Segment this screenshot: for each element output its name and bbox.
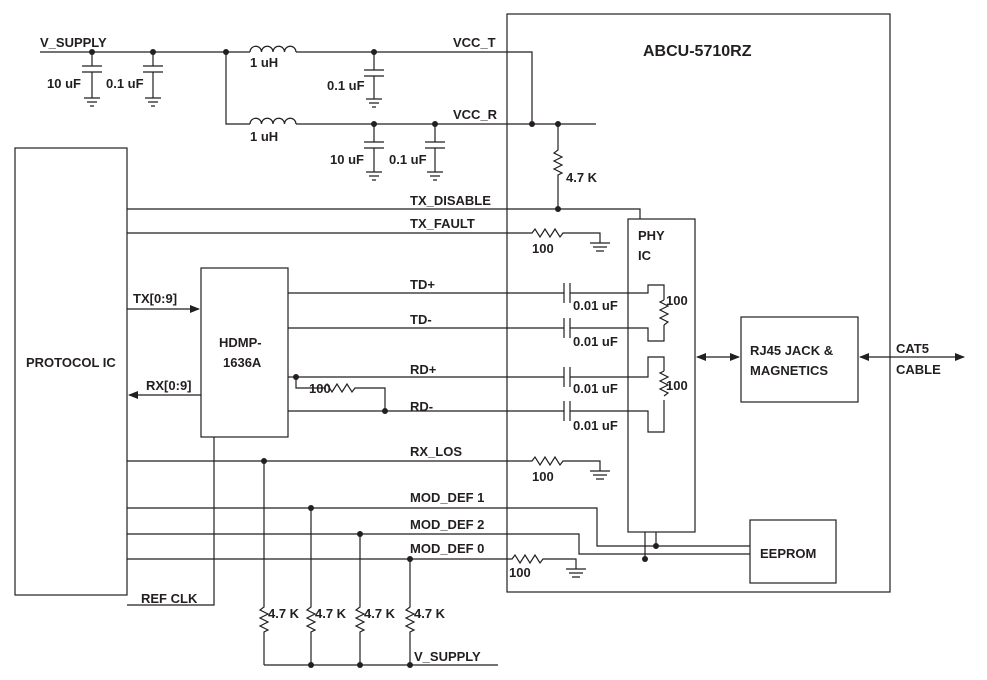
net-td-plus: TD+: [410, 277, 435, 292]
net-rx-los: RX_LOS: [410, 444, 462, 459]
net-tx-disable: TX_DISABLE: [410, 193, 491, 208]
inductor-r-label: 1 uH: [250, 129, 278, 144]
net-rx-bus: RX[0:9]: [146, 378, 192, 393]
parallel-buses: [127, 305, 215, 606]
res-txfault-label: 100: [532, 241, 554, 256]
differential-pairs: [288, 283, 965, 433]
net-mod-def2: MOD_DEF 2: [410, 517, 484, 532]
serdes-block: [200, 267, 289, 438]
cap-tdp-label: 0.01 uF: [573, 298, 618, 313]
cap-01uf-a-label: 0.1 uF: [106, 76, 144, 91]
net-vcc-t: VCC_T: [453, 35, 496, 50]
cap-rdp-label: 0.01 uF: [573, 381, 618, 396]
res-rxlos-label: 100: [532, 469, 554, 484]
module-outline: [506, 13, 891, 593]
serdes-label-line1: HDMP-: [219, 335, 262, 350]
res-pull4-label: 4.7 K: [414, 606, 446, 621]
net-v-supply-top: V_SUPPLY: [40, 35, 107, 50]
eeprom-label: EEPROM: [760, 546, 816, 561]
res-pull2-label: 4.7 K: [315, 606, 347, 621]
net-cat5-line2: CABLE: [896, 362, 941, 377]
phy-ic-block: [627, 218, 696, 533]
cap-tdm-label: 0.01 uF: [573, 334, 618, 349]
control-lines: [127, 206, 641, 252]
rj45-label-line2: MAGNETICS: [750, 363, 828, 378]
cap-01uf-r-label: 0.1 uF: [389, 152, 427, 167]
net-tx-bus: TX[0:9]: [133, 291, 177, 306]
net-tx-fault: TX_FAULT: [410, 216, 475, 231]
net-cat5-line1: CAT5: [896, 341, 929, 356]
protocol-ic-block: [14, 147, 128, 596]
serdes-label-line2: 1636A: [223, 355, 262, 370]
status-and-moddef-lines: [127, 455, 750, 668]
net-rd-minus: RD-: [410, 399, 433, 414]
inductor-t-label: 1 uH: [250, 55, 278, 70]
res-td-term-label: 100: [666, 293, 688, 308]
net-rd-plus: RD+: [410, 362, 437, 377]
res-rd-term-label: 100: [666, 378, 688, 393]
cap-rdm-label: 0.01 uF: [573, 418, 618, 433]
protocol-ic-label: PROTOCOL IC: [26, 355, 116, 370]
res-rd-diff-label: 100: [309, 381, 331, 396]
eeprom-block: [749, 519, 837, 584]
res-txdis-pullup-label: 4.7 K: [566, 170, 598, 185]
cap-10uf-r-label: 10 uF: [330, 152, 364, 167]
rj45-block: [740, 316, 859, 403]
cap-01uf-t-label: 0.1 uF: [327, 78, 365, 93]
phy-label-line1: PHY: [638, 228, 665, 243]
net-mod-def1: MOD_DEF 1: [410, 490, 484, 505]
net-ref-clk: REF CLK: [141, 591, 198, 606]
rj45-label-line1: RJ45 JACK &: [750, 343, 833, 358]
res-moddef0-label: 100: [509, 565, 531, 580]
net-vcc-r: VCC_R: [453, 107, 498, 122]
phy-label-line2: IC: [638, 248, 652, 263]
net-mod-def0: MOD_DEF 0: [410, 541, 484, 556]
net-v-supply-bottom: V_SUPPLY: [414, 649, 481, 664]
cap-10uf-a-label: 10 uF: [47, 76, 81, 91]
res-pull1-label: 4.7 K: [268, 606, 300, 621]
module-title: ABCU-5710RZ: [643, 43, 752, 60]
power-filter-section: [40, 45, 596, 209]
net-td-minus: TD-: [410, 312, 432, 327]
res-pull3-label: 4.7 K: [364, 606, 396, 621]
